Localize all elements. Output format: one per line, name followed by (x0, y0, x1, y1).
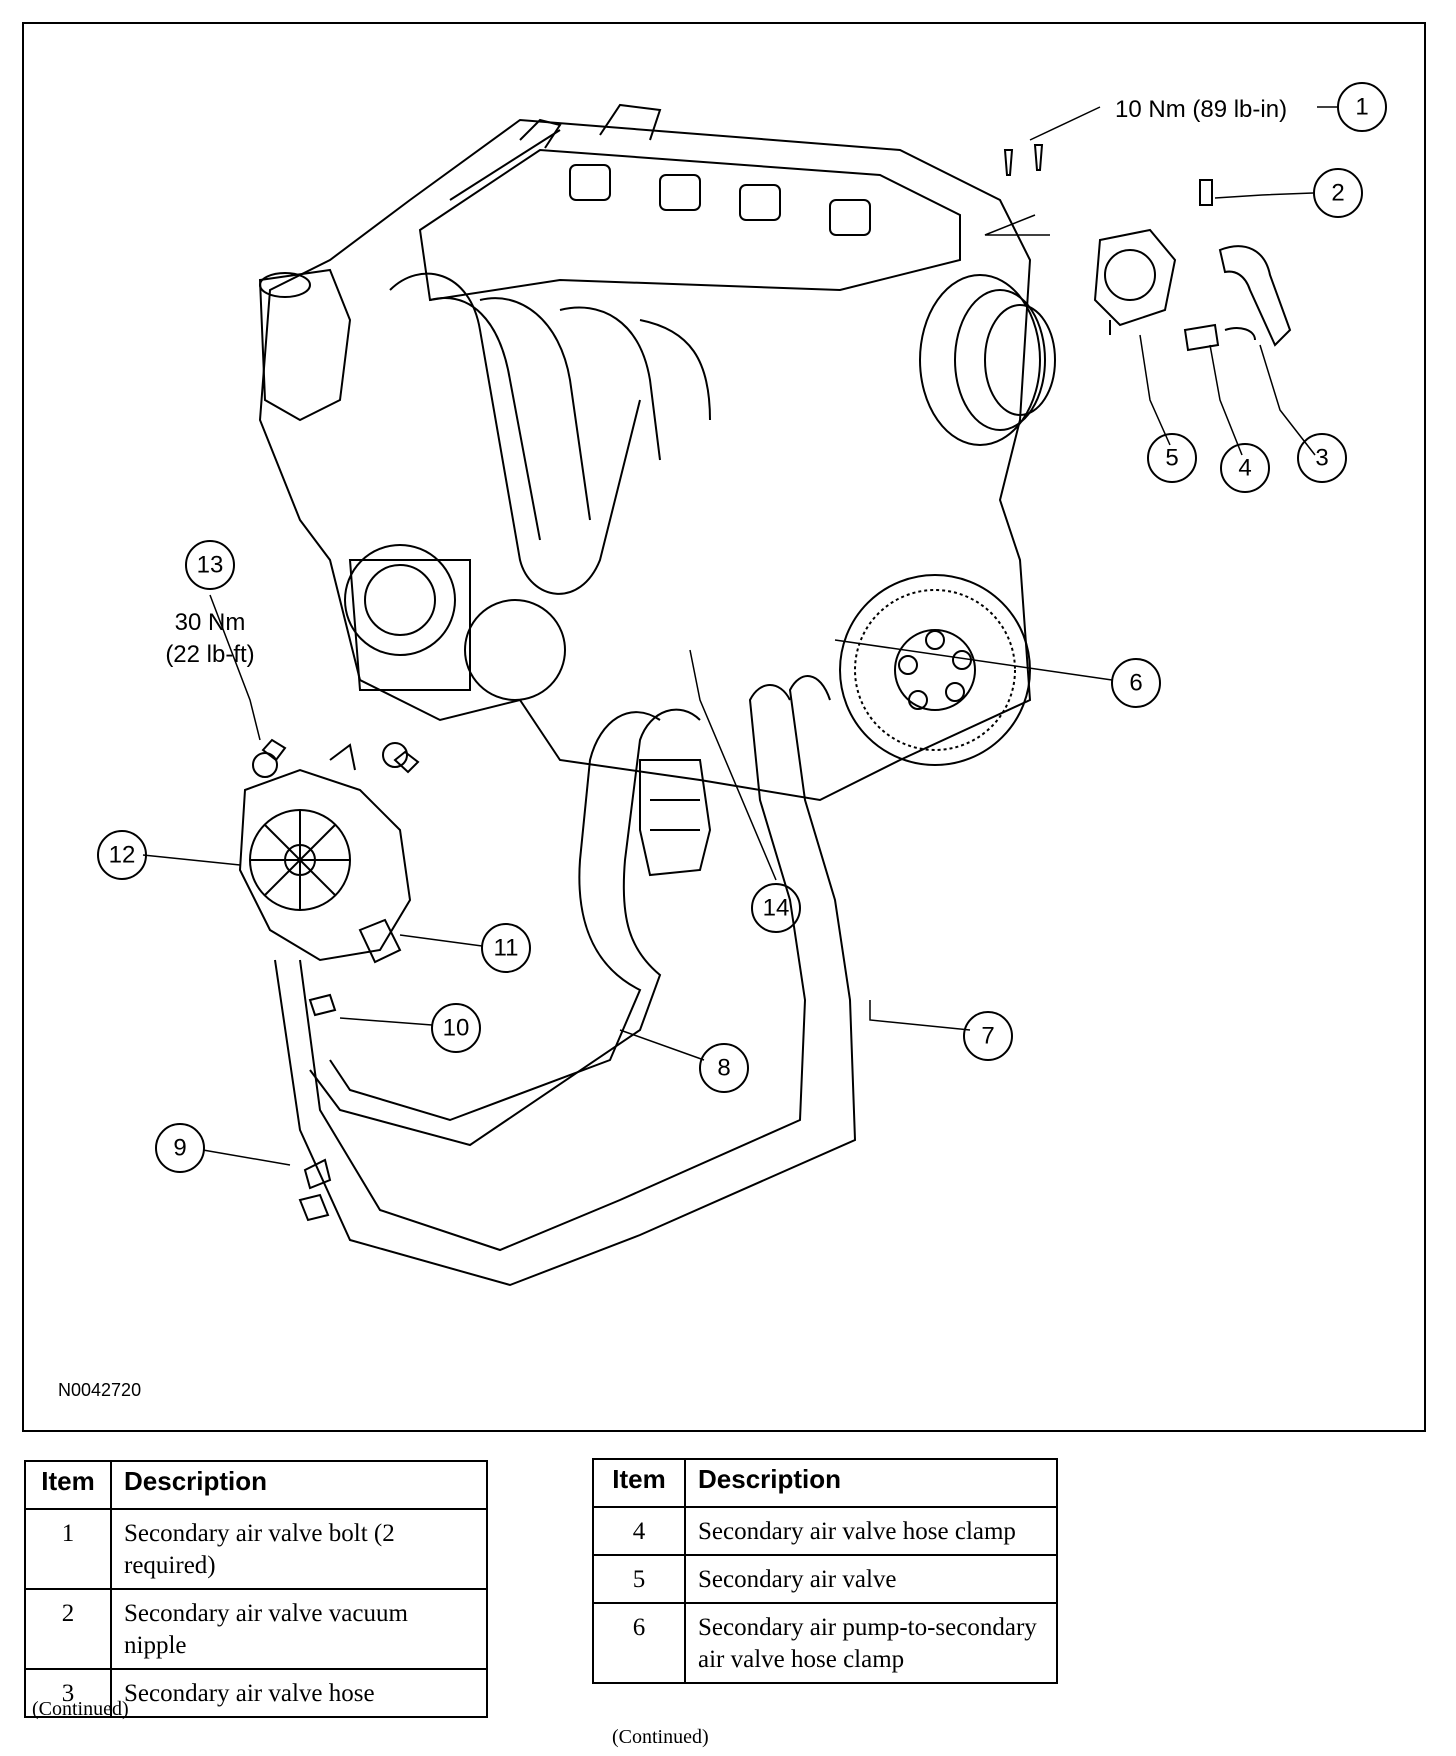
hoses (274, 675, 857, 1287)
callout-circle-13 (185, 540, 235, 590)
item-number: 1 (24, 1508, 112, 1590)
secondary-air-pump (238, 742, 412, 964)
table-row: 5 Secondary air valve (592, 1554, 1058, 1604)
parts-table-left: Item Description 1 Secondary air valve b… (24, 1460, 488, 1718)
callout-number-13: 13 (197, 552, 224, 579)
item-description: Secondary air valve hose (110, 1668, 488, 1718)
figure-id: N0042720 (58, 1380, 142, 1400)
callout-circle-3 (1297, 433, 1347, 483)
table-row: 6 Secondary air pump-to-secondary air va… (592, 1602, 1058, 1684)
callout-circle-4 (1220, 443, 1270, 493)
table-row: 4 Secondary air valve hose clamp (592, 1506, 1058, 1556)
secondary-air-valve-group (1093, 179, 1292, 352)
column-header-description: Description (110, 1460, 488, 1510)
item-number: 5 (592, 1554, 686, 1604)
item-description: Secondary air valve (684, 1554, 1058, 1604)
table-row: 2 Secondary air valve vacuum nipple (24, 1588, 488, 1670)
leader-lines (142, 106, 1338, 1166)
item-number: 4 (592, 1506, 686, 1556)
callout-circle-11 (481, 923, 531, 973)
column-header-item: Item (24, 1460, 112, 1510)
item-number: 3 (24, 1668, 112, 1718)
callout-number-8: 8 (717, 1055, 730, 1082)
item-description: Secondary air pump-to-secondary air valv… (684, 1602, 1058, 1684)
column-header-description: Description (684, 1458, 1058, 1508)
callout-circle-2 (1313, 168, 1363, 218)
callout-circle-5 (1147, 433, 1197, 483)
continued-note-left: (Continued) (32, 1698, 129, 1720)
item-number: 2 (24, 1588, 112, 1670)
callout-number-9: 9 (173, 1135, 186, 1162)
continued-note-right: (Continued) (612, 1726, 709, 1748)
callout-number-10: 10 (443, 1015, 470, 1042)
bolts (261, 144, 1044, 774)
callout-number-14: 14 (763, 895, 790, 922)
torque-label-1: 10 Nm (89 lb-in) (1115, 96, 1287, 123)
callout-circle-1 (1337, 82, 1387, 132)
callout-circle-7 (963, 1011, 1013, 1061)
torque-label-13-lbft: (22 lb-ft) (165, 641, 254, 668)
parts-table-right: Item Description 4 Secondary air valve h… (592, 1458, 1058, 1684)
callout-circle-10 (431, 1003, 481, 1053)
torque-label-13-nm: 30 Nm (175, 609, 246, 636)
item-description: Secondary air valve hose clamp (684, 1506, 1058, 1556)
callout-number-2: 2 (1331, 180, 1344, 207)
column-header-item: Item (592, 1458, 686, 1508)
callout-number-6: 6 (1129, 670, 1142, 697)
table-row: 1 Secondary air valve bolt (2 required) (24, 1508, 488, 1590)
callout-number-11: 11 (494, 935, 519, 962)
callout-number-5: 5 (1165, 445, 1178, 472)
item-number: 6 (592, 1602, 686, 1684)
callouts (97, 82, 1387, 1173)
diagram-frame (22, 22, 1426, 1432)
callout-number-12: 12 (109, 842, 136, 869)
item-description: Secondary air valve vacuum nipple (110, 1588, 488, 1670)
table-row: 3 Secondary air valve hose (24, 1668, 488, 1718)
callout-circle-6 (1111, 658, 1161, 708)
engine-exploded-diagram: 1 2 3 4 5 6 7 8 9 10 11 12 13 14 10 Nm (… (97, 82, 1387, 1287)
callout-number-1: 1 (1355, 94, 1368, 121)
callout-circle-8 (699, 1043, 749, 1093)
callout-number-3: 3 (1315, 445, 1328, 472)
callout-circle-9 (155, 1123, 205, 1173)
engine-block (258, 103, 1056, 877)
callout-number-7: 7 (981, 1023, 994, 1050)
callout-circle-14 (751, 883, 801, 933)
callout-number-4: 4 (1238, 455, 1251, 482)
callout-circle-12 (97, 830, 147, 880)
item-description: Secondary air valve bolt (2 required) (110, 1508, 488, 1590)
